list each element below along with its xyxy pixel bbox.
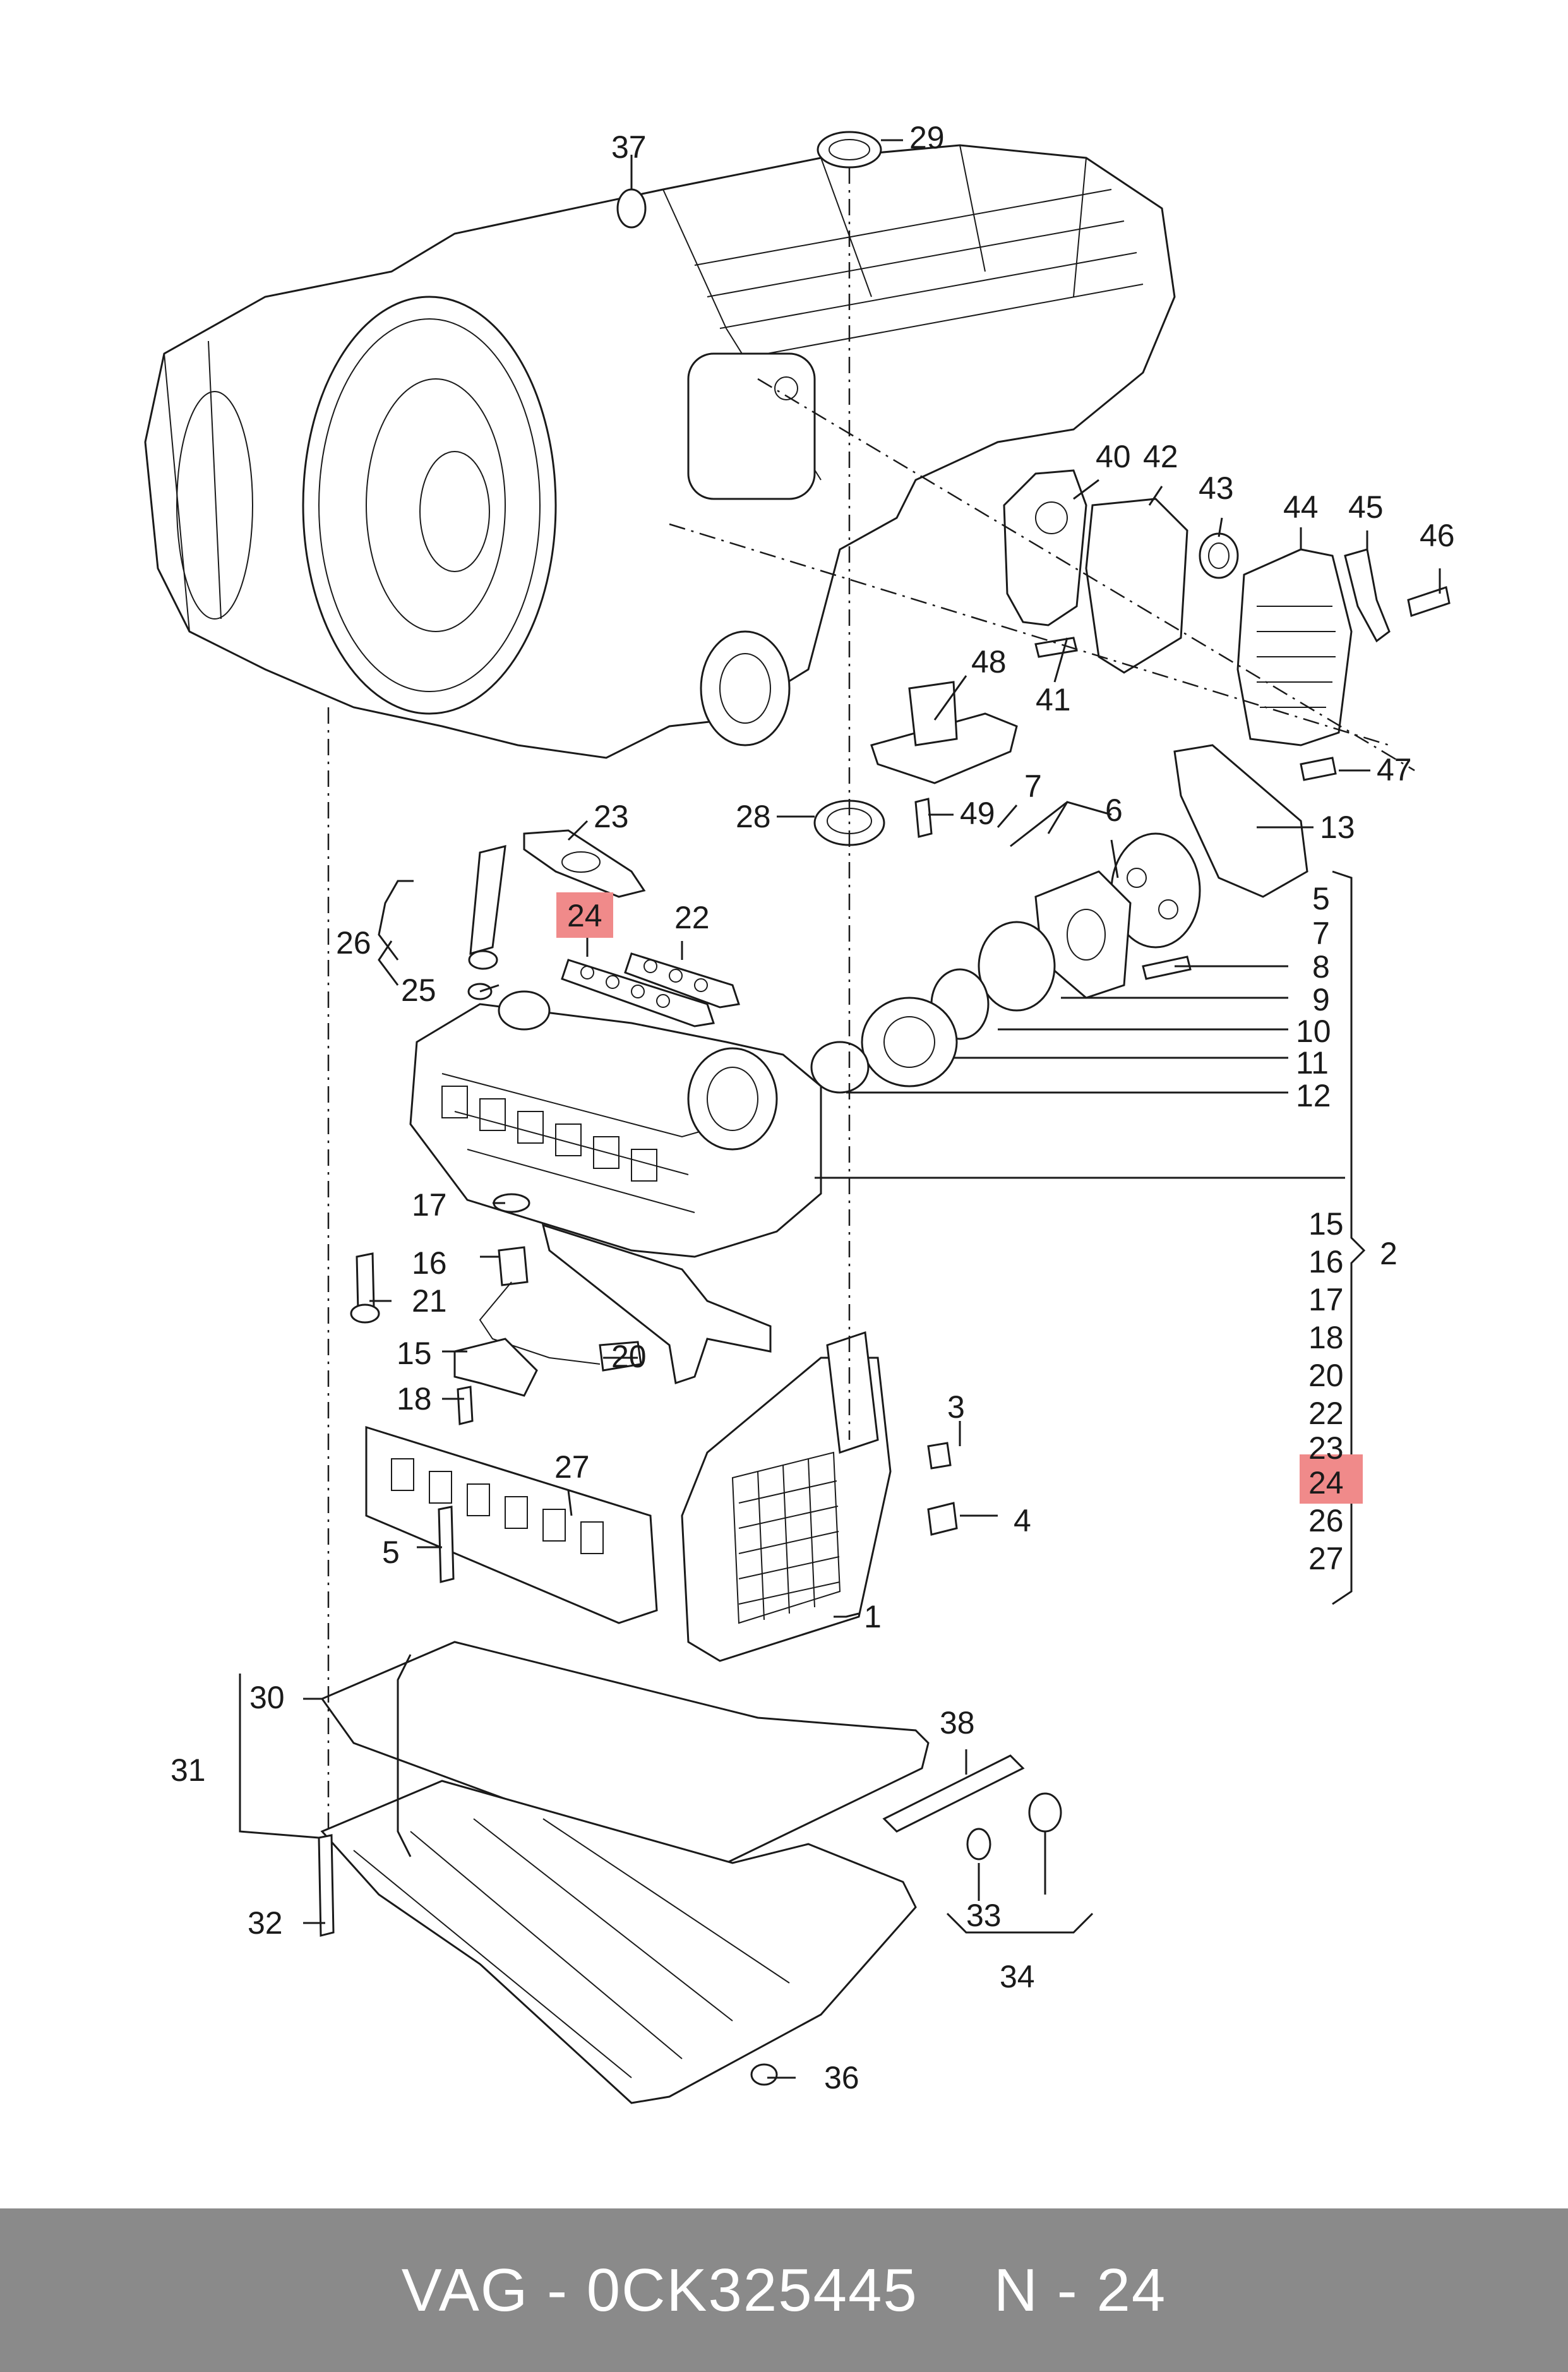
highlight-box-callout-24 xyxy=(556,892,613,938)
callout-15: 15 xyxy=(397,1336,432,1371)
list-a-item: 12 xyxy=(1296,1078,1331,1113)
callout-20: 20 xyxy=(611,1339,647,1374)
callout-24: 24 xyxy=(567,898,602,933)
callout-28: 28 xyxy=(736,799,771,834)
right-side-parts xyxy=(870,469,1451,838)
gaskets-22-23-24 xyxy=(523,829,740,1027)
plug-37 xyxy=(616,188,647,229)
callout-7: 7 xyxy=(1024,769,1042,804)
callout-3: 3 xyxy=(947,1389,965,1425)
callout-43: 43 xyxy=(1199,470,1234,506)
callout-37: 37 xyxy=(611,129,647,165)
valve-body xyxy=(409,845,822,1258)
list-b-item: 26 xyxy=(1308,1503,1344,1538)
list-b-item: 23 xyxy=(1308,1430,1344,1466)
callout-21: 21 xyxy=(412,1283,447,1319)
control-unit xyxy=(365,1331,958,1662)
list-b-item: 18 xyxy=(1308,1320,1344,1355)
footer-part-number: VAG - 0CK325445 xyxy=(401,2256,918,2324)
callout-40: 40 xyxy=(1096,439,1131,474)
list-a-item: 5 xyxy=(1312,881,1330,916)
callout-4: 4 xyxy=(1014,1503,1031,1538)
footer-bar: VAG - 0CK325445 N - 24 xyxy=(0,2208,1568,2372)
callout-44: 44 xyxy=(1283,489,1319,525)
callout-45: 45 xyxy=(1348,489,1384,525)
callout-25: 25 xyxy=(401,973,436,1008)
callout-18: 18 xyxy=(397,1381,432,1417)
list-b-item: 16 xyxy=(1308,1244,1344,1279)
callout-13: 13 xyxy=(1320,810,1355,845)
callout-38: 38 xyxy=(940,1705,975,1740)
callout-26: 26 xyxy=(336,925,371,961)
callout-34: 34 xyxy=(1000,1959,1035,1994)
list-a-item: 7 xyxy=(1312,916,1330,951)
callout-22: 22 xyxy=(674,900,710,935)
callout-49: 49 xyxy=(960,796,995,831)
list-b-item: 15 xyxy=(1308,1206,1344,1242)
callout-48: 48 xyxy=(971,644,1007,680)
callout-32: 32 xyxy=(248,1905,283,1941)
list-b-item: 17 xyxy=(1308,1282,1344,1317)
exploded-parts-diagram: 37 29 40 42 43 44 45 46 41 47 48 49 28 7… xyxy=(144,120,1455,2104)
list-b-item: 24 xyxy=(1308,1465,1344,1500)
list-a-item: 11 xyxy=(1296,1045,1329,1081)
callout-46: 46 xyxy=(1420,518,1455,553)
callout-47: 47 xyxy=(1377,752,1412,788)
callout-42: 42 xyxy=(1143,439,1178,474)
callout-labels: 37 29 40 42 43 44 45 46 41 47 48 49 28 7… xyxy=(171,120,1455,2095)
leader-lines xyxy=(239,155,1441,2079)
callout-23: 23 xyxy=(594,799,629,834)
right-list-b: 15 16 17 18 20 22 23 24 26 27 xyxy=(1308,1206,1344,1576)
callout-6: 6 xyxy=(1105,793,1123,828)
wiring-harness xyxy=(350,1193,772,1425)
callout-27: 27 xyxy=(554,1449,590,1485)
list-b-item: 22 xyxy=(1308,1396,1344,1431)
callout-2: 2 xyxy=(1380,1236,1397,1271)
callout-33: 33 xyxy=(966,1898,1002,1933)
list-b-item: 20 xyxy=(1308,1358,1344,1393)
callout-16: 16 xyxy=(412,1245,447,1281)
callout-1: 1 xyxy=(864,1599,882,1634)
callout-41: 41 xyxy=(1036,682,1071,717)
right-list-a: 5 7 8 9 10 11 12 xyxy=(1296,881,1331,1113)
callout-36: 36 xyxy=(824,2060,859,2095)
highlight-box-list-24 xyxy=(1300,1454,1363,1504)
oil-pan xyxy=(318,1641,1062,2104)
list-a-item: 9 xyxy=(1312,982,1330,1017)
footer-reference: N - 24 xyxy=(993,2256,1167,2324)
callout-29: 29 xyxy=(909,120,945,155)
list-a-item: 10 xyxy=(1296,1014,1331,1049)
list-a-item: 8 xyxy=(1312,949,1330,985)
callout-5: 5 xyxy=(382,1535,400,1570)
callout-17: 17 xyxy=(412,1187,447,1223)
piston-assembly xyxy=(810,744,1308,1094)
callout-31: 31 xyxy=(171,1752,206,1788)
transmission-housing xyxy=(144,144,1176,759)
list-b-item: 27 xyxy=(1308,1541,1344,1576)
callout-30: 30 xyxy=(249,1680,285,1715)
seal-29 xyxy=(817,131,882,169)
